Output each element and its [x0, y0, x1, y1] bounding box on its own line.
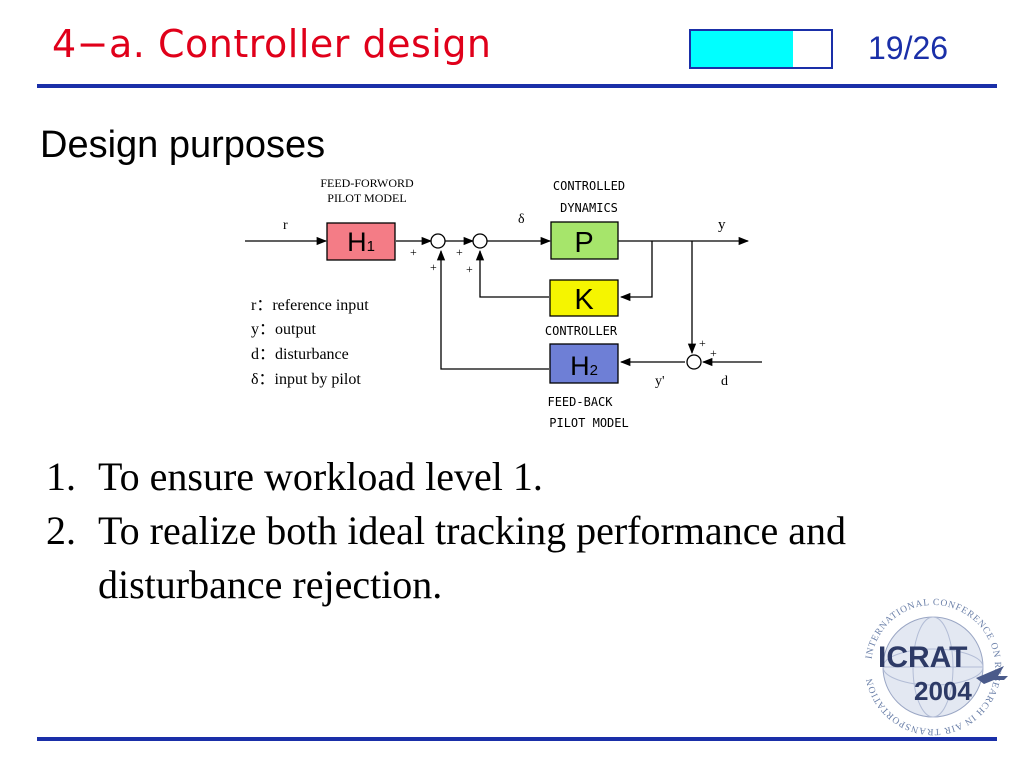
page-number: 19/26 — [868, 30, 949, 66]
legend-item: y：output — [251, 321, 316, 338]
plus-sign: + — [466, 262, 473, 276]
logo-name: ICRAT — [878, 641, 967, 674]
feedback-caption: FEED-BACK — [547, 395, 613, 409]
block-h1-label: H1 — [347, 227, 375, 257]
purpose-number: 2. — [46, 508, 76, 553]
signal-y-label: y — [718, 217, 726, 233]
summing-junction-icon — [686, 354, 702, 370]
progress-bar — [689, 29, 833, 69]
plus-sign: + — [456, 245, 463, 259]
wire-h2-to-sum1 — [436, 249, 549, 370]
wire-k-to-sum2 — [475, 249, 549, 298]
block-k — [549, 279, 619, 317]
icrat-logo: INTERNATIONAL CONFERENCE ON RESEARCH IN … — [865, 598, 1008, 736]
legend-item: r：reference input — [251, 297, 369, 314]
controlled-caption: CONTROLLED — [553, 179, 625, 193]
section-heading: Design purposes — [40, 124, 326, 166]
feedforward-caption: PILOT MODEL — [327, 191, 406, 205]
globe-icon — [882, 616, 984, 718]
summing-junction-icon — [472, 233, 488, 249]
plus-sign: + — [710, 346, 717, 360]
purpose-number: 1. — [46, 454, 76, 499]
logo-year: 2004 — [914, 676, 972, 706]
airplane-icon — [976, 666, 1008, 684]
progress-fill — [691, 31, 794, 67]
top-rule — [37, 84, 997, 88]
plus-sign: + — [699, 336, 706, 350]
wire-y-to-k — [619, 241, 653, 302]
plus-sign: + — [410, 245, 417, 259]
purpose-text: To ensure workload level 1. — [98, 454, 543, 499]
summing-junction-icon — [430, 233, 446, 249]
signal-d-label: d — [721, 374, 728, 389]
slide-title: 4−a. Controller design — [52, 22, 492, 66]
controller-caption: CONTROLLER — [545, 324, 618, 338]
block-k-label: K — [574, 284, 594, 316]
block-p-label: P — [574, 227, 593, 259]
signal-y-prime-label: y' — [655, 374, 665, 389]
block-h2 — [549, 343, 619, 384]
purpose-text: To realize both ideal tracking performan… — [98, 508, 846, 607]
legend-item: δ：input by pilot — [251, 371, 361, 388]
purpose-list: 1. To ensure workload level 1. 2. To rea… — [46, 450, 1006, 612]
signal-delta-label: δ — [518, 212, 525, 227]
block-p — [550, 221, 619, 260]
feedback-caption: PILOT MODEL — [549, 416, 628, 430]
feedforward-caption: FEED-FORWORD — [320, 176, 414, 190]
purpose-item: 1. To ensure workload level 1. — [46, 450, 1006, 504]
signal-r-label: r — [283, 218, 288, 233]
purpose-item: 2. To realize both ideal tracking perfor… — [46, 504, 1006, 612]
plus-sign: + — [430, 260, 437, 274]
block-h1 — [326, 222, 396, 261]
bottom-rule — [37, 737, 997, 741]
block-h2-label: H2 — [570, 351, 598, 381]
legend-item: d：disturbance — [251, 346, 349, 363]
controlled-caption: DYNAMICS — [560, 201, 618, 215]
